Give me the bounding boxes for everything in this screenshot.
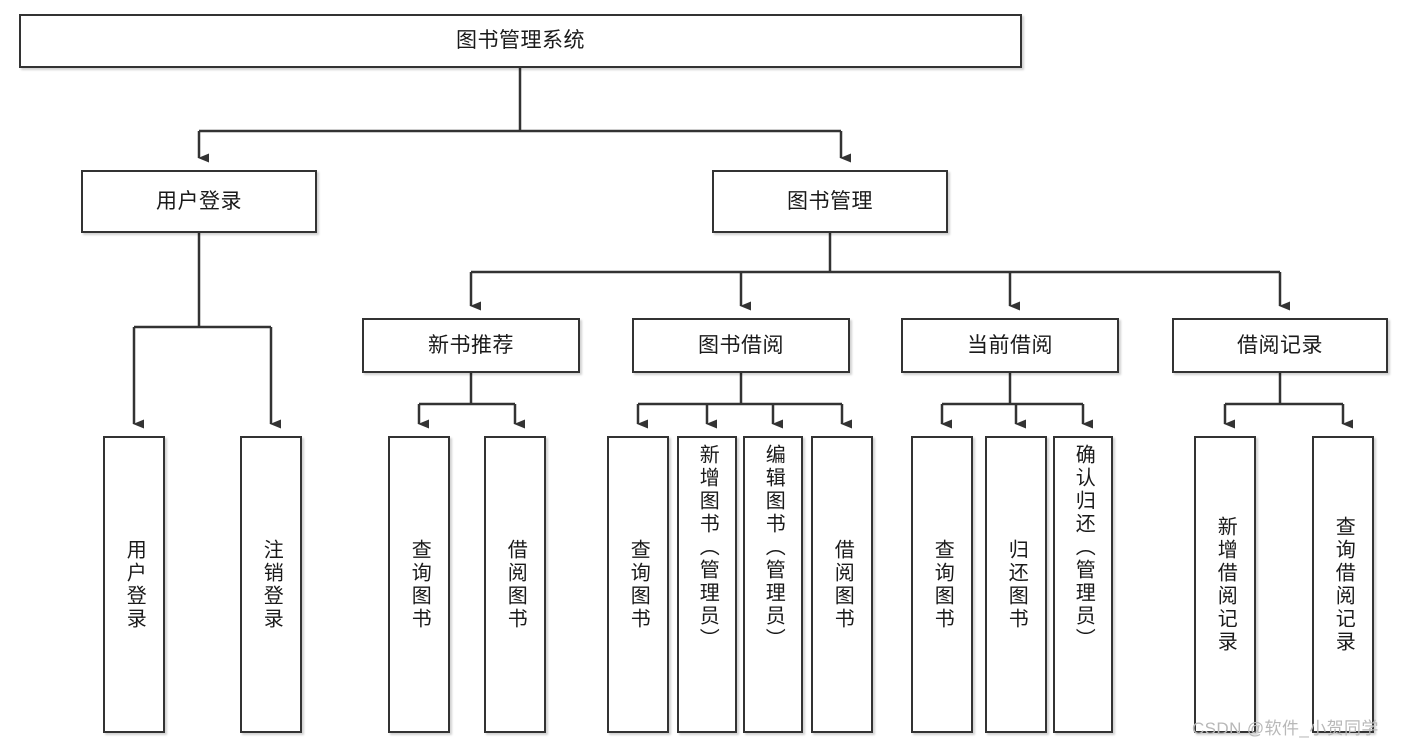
node-leaf-borrow-book-2[interactable]: 借阅图书	[811, 436, 873, 733]
node-label: 当前借阅	[967, 333, 1053, 357]
node-leaf-user-login[interactable]: 用户登录	[103, 436, 165, 733]
node-leaf-borrow-book-1[interactable]: 借阅图书	[484, 436, 546, 733]
node-label: 编辑图书（管理员）	[762, 444, 785, 651]
node-label: 确认归还（管理员）	[1072, 444, 1095, 651]
node-leaf-confirm-return-admin[interactable]: 确认归还（管理员）	[1053, 436, 1113, 733]
node-label: 用户登录	[123, 538, 146, 631]
node-label: 查询图书	[408, 538, 431, 631]
node-book-management-system[interactable]: 图书管理系统	[19, 14, 1022, 68]
node-label: 归还图书	[1005, 538, 1028, 631]
node-label: 图书管理系统	[456, 29, 585, 53]
node-label: 查询借阅记录	[1332, 515, 1355, 654]
node-leaf-add-borrow-record[interactable]: 新增借阅记录	[1194, 436, 1256, 733]
node-leaf-query-book-3[interactable]: 查询图书	[911, 436, 973, 733]
node-label: 借阅记录	[1237, 333, 1323, 357]
node-label: 注销登录	[260, 538, 283, 631]
node-label: 查询图书	[627, 538, 650, 631]
node-leaf-logout-login[interactable]: 注销登录	[240, 436, 302, 733]
node-label: 图书管理	[787, 189, 873, 213]
node-user-login[interactable]: 用户登录	[81, 170, 317, 233]
node-label: 用户登录	[156, 189, 242, 213]
node-label: 借阅图书	[504, 538, 527, 631]
node-leaf-return-book[interactable]: 归还图书	[985, 436, 1047, 733]
node-label: 新书推荐	[428, 333, 514, 357]
node-label: 查询图书	[931, 538, 954, 631]
node-label: 新增借阅记录	[1214, 515, 1237, 654]
node-new-book-recommend[interactable]: 新书推荐	[362, 318, 580, 373]
node-book-management[interactable]: 图书管理	[712, 170, 948, 233]
node-current-borrow[interactable]: 当前借阅	[901, 318, 1119, 373]
node-leaf-edit-book-admin[interactable]: 编辑图书（管理员）	[743, 436, 803, 733]
node-leaf-add-book-admin[interactable]: 新增图书（管理员）	[677, 436, 737, 733]
node-leaf-query-borrow-record[interactable]: 查询借阅记录	[1312, 436, 1374, 733]
node-label: 新增图书（管理员）	[696, 444, 719, 651]
node-book-borrow[interactable]: 图书借阅	[632, 318, 850, 373]
node-leaf-query-book-2[interactable]: 查询图书	[607, 436, 669, 733]
node-borrow-record[interactable]: 借阅记录	[1172, 318, 1388, 373]
node-leaf-query-book-1[interactable]: 查询图书	[388, 436, 450, 733]
node-label: 图书借阅	[698, 333, 784, 357]
node-label: 借阅图书	[831, 538, 854, 631]
